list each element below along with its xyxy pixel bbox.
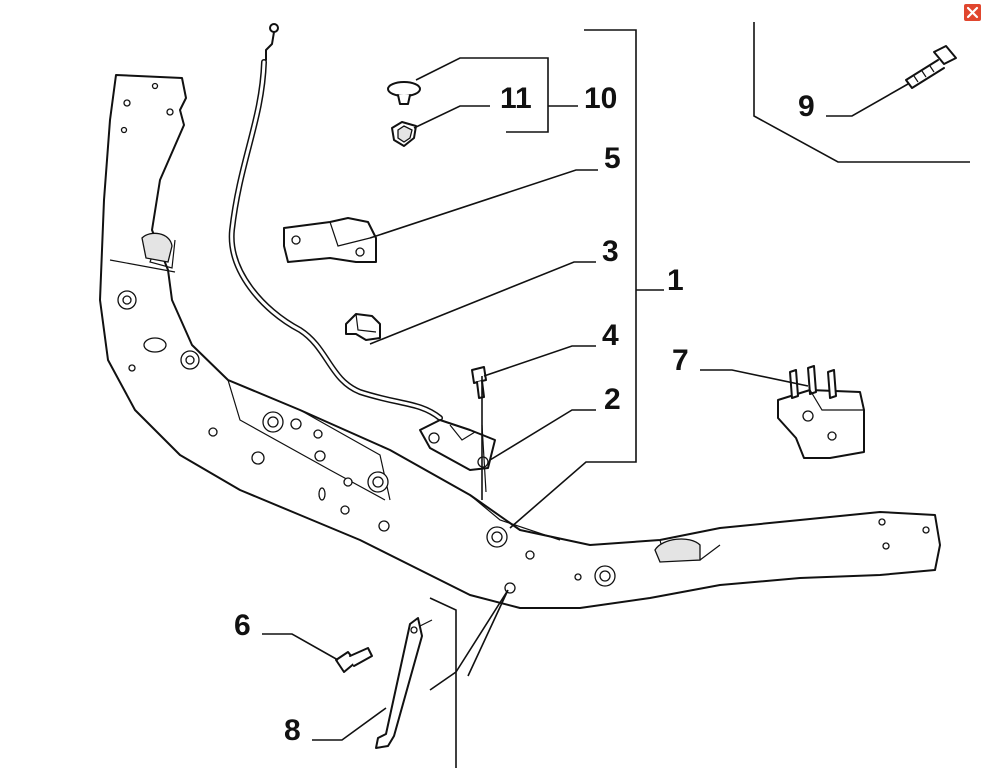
bolt-6 — [335, 647, 373, 673]
callout-1: 1 — [667, 264, 684, 297]
bolt-9 — [905, 45, 957, 89]
callout-11: 11 — [500, 82, 532, 115]
close-icon — [966, 6, 979, 19]
callout-8: 8 — [284, 714, 301, 747]
mount-bracket-7 — [777, 365, 865, 459]
release-cable — [228, 23, 443, 421]
callout-2: 2 — [604, 383, 621, 416]
screw-10 — [387, 81, 421, 105]
callout-10: 10 — [584, 82, 617, 115]
clip-nut-11 — [391, 121, 417, 147]
bracket-5 — [283, 217, 377, 263]
crossmember — [99, 74, 941, 609]
bonnet-latch — [419, 419, 496, 493]
callout-3: 3 — [602, 235, 619, 268]
callout-4: 4 — [602, 319, 619, 352]
callout-7: 7 — [672, 344, 689, 377]
callout-6: 6 — [234, 609, 251, 642]
clip-3 — [345, 313, 381, 341]
callout-5: 5 — [604, 142, 621, 175]
latch-bolt — [471, 366, 487, 399]
close-button[interactable] — [964, 4, 981, 21]
strip-bracket-8 — [375, 617, 433, 749]
callout-9: 9 — [798, 90, 815, 123]
